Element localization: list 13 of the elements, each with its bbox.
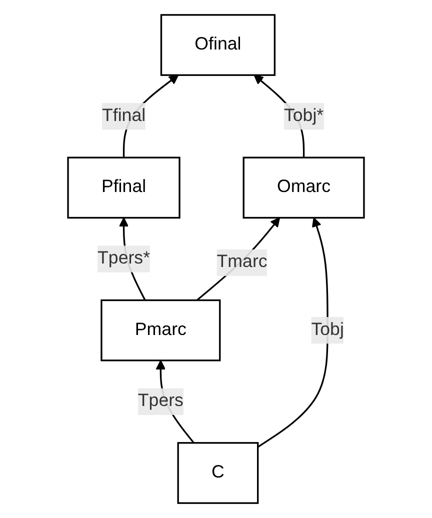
arrow [196,217,280,301]
node-box: C [177,442,259,504]
node-box: Ofinal [160,14,276,76]
node-box: Omarc [242,156,365,219]
edge-label: Tfinal [102,106,146,126]
edge-label: Tpers [138,392,184,411]
node-box: Pfinal [67,156,180,219]
edge-label: Tpers* [98,248,150,268]
edge-label: Tmarc [216,252,268,272]
edge-label: Tobj* [284,106,324,126]
node-box: Pmarc [100,299,221,362]
arrow [257,217,328,448]
edge-label: Tobj [311,320,344,340]
